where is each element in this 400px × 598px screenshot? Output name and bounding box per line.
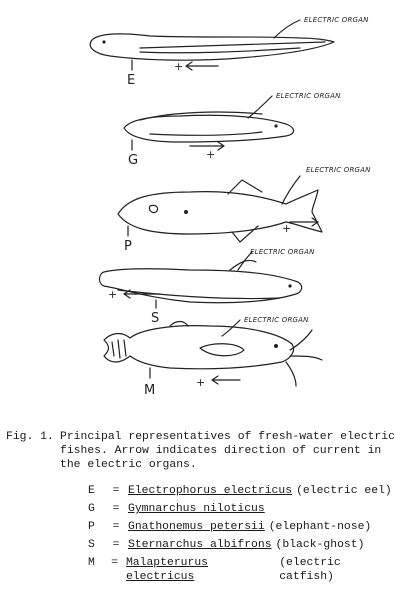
legend-key: G	[88, 503, 95, 515]
legend-equals: =	[112, 539, 120, 551]
fish-electric-catfish-drawing	[103, 319, 323, 387]
legend-equals: =	[112, 485, 120, 497]
caption-text: Principal representatives of fresh-water…	[60, 431, 395, 471]
fish-figure: ELECTRIC ORGAN E + ELECTRIC ORGAN G + EL…	[89, 16, 371, 398]
common-name: (electric catfish)	[279, 557, 341, 583]
fish-elephant-nose-drawing	[117, 175, 323, 243]
fish-gymnarchus-drawing	[123, 95, 295, 151]
plus-sign-s: +	[108, 288, 117, 301]
legend-row-e: E = Electrophorus electricus (electric e…	[88, 484, 396, 502]
fish-electric-eel-drawing	[89, 19, 335, 71]
organ-label-e: ELECTRIC ORGAN	[304, 16, 369, 24]
legend-row-p: P = Gnathonemus petersii (elephant-nose)	[88, 520, 396, 538]
legend-key: E	[88, 485, 95, 497]
species-name: Gymnarchus niloticus	[128, 503, 265, 515]
fish-letter-g: G	[128, 153, 138, 168]
figure-number: Fig. 1.	[6, 431, 54, 443]
plus-sign-e: +	[174, 60, 183, 73]
species-name: Malapterurus electricus	[125, 557, 208, 583]
species-name: Gnathonemus petersii	[128, 521, 265, 533]
common-name: (black-ghost)	[275, 539, 365, 551]
species-name: Sternarchus albifrons	[128, 539, 272, 551]
figure-caption: Fig. 1. Principal representatives of fre…	[6, 430, 396, 583]
legend-row-g: G = Gymnarchus niloticus	[88, 502, 396, 520]
species-legend: E = Electrophorus electricus (electric e…	[88, 484, 396, 583]
legend-key: M	[88, 557, 95, 569]
fish-letter-p: P	[124, 239, 132, 254]
organ-label-s: ELECTRIC ORGAN	[250, 248, 315, 256]
legend-key: S	[88, 539, 95, 551]
plus-sign-p: +	[282, 222, 291, 235]
species-name: Electrophorus electricus	[128, 485, 293, 497]
legend-key: P	[88, 521, 95, 533]
legend-row-m: M = Malapterurus electricus (electric ca…	[88, 556, 396, 583]
legend-equals: =	[111, 557, 118, 569]
legend-equals: =	[112, 521, 120, 533]
fish-letter-m: M	[144, 383, 155, 398]
organ-label-m: ELECTRIC ORGAN	[244, 316, 309, 324]
organ-label-g: ELECTRIC ORGAN	[276, 92, 341, 100]
legend-equals: =	[112, 503, 120, 515]
plus-sign-g: +	[206, 148, 215, 161]
fish-letter-e: E	[127, 73, 135, 88]
plus-sign-m: +	[196, 376, 205, 389]
common-name: (elephant-nose)	[268, 521, 372, 533]
legend-row-s: S = Sternarchus albifrons (black-ghost)	[88, 538, 396, 556]
common-name: (electric eel)	[296, 485, 392, 497]
fish-letter-s: S	[151, 311, 159, 326]
organ-label-p: ELECTRIC ORGAN	[306, 166, 371, 174]
fish-black-ghost-drawing	[98, 251, 303, 309]
